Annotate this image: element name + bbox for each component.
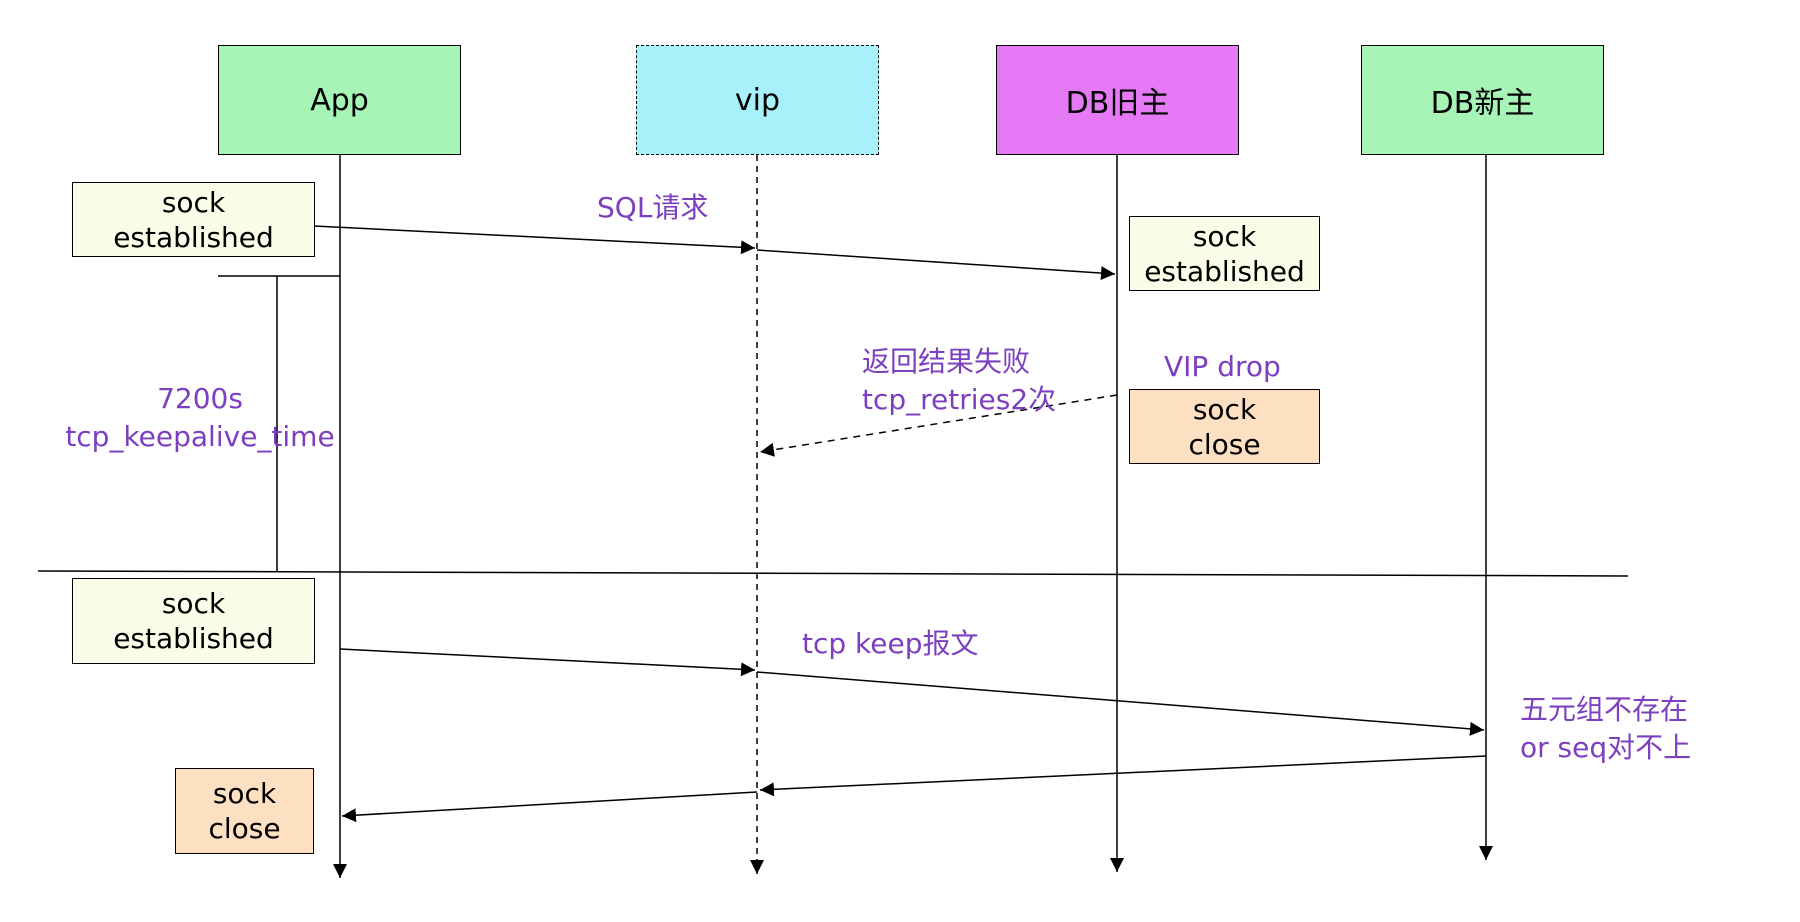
sql-request-arrow-to-db-old: [756, 249, 1116, 281]
state-app-established-2: sock established: [72, 578, 315, 664]
state-line: established: [113, 622, 274, 655]
label-keepalive: 7200s tcp_keepalive_time: [60, 380, 340, 456]
label-line: 7200s: [157, 382, 243, 415]
label-vip-drop: VIP drop: [1164, 348, 1281, 386]
state-db-old-close: sock close: [1129, 389, 1320, 464]
actor-db-new-label: DB新主: [1430, 86, 1535, 121]
label-tcp-keep: tcp keep报文: [802, 625, 979, 663]
reset-arrow-to-vip: [759, 755, 1487, 797]
tcp-keep-arrow-to-db-new: [756, 671, 1485, 736]
actor-app-label: App: [310, 82, 369, 118]
label-line: or seq对不上: [1520, 731, 1692, 764]
state-line: established: [113, 220, 274, 254]
actor-app: App: [218, 45, 461, 155]
state-line: sock: [212, 777, 277, 810]
actor-vip-label: vip: [734, 82, 781, 118]
state-line: close: [208, 812, 281, 845]
label-line: 返回结果失败: [862, 345, 1031, 378]
state-db-old-established: sock established: [1129, 216, 1320, 291]
state-line: established: [1144, 254, 1305, 288]
state-line: sock: [1192, 392, 1257, 426]
state-app-established-1: sock established: [72, 182, 315, 257]
label-line: 五元组不存在: [1520, 693, 1689, 726]
label-line: VIP drop: [1164, 350, 1281, 383]
label-line: tcp_keepalive_time: [65, 420, 335, 453]
actor-vip: vip: [636, 45, 879, 155]
state-line: close: [1188, 427, 1261, 461]
return-fail-arrow: [759, 394, 1118, 457]
tcp-keep-arrow-to-vip: [339, 648, 756, 677]
label-line: SQL请求: [597, 191, 709, 224]
state-line: sock: [161, 185, 226, 219]
timeline-divider: [37, 570, 1629, 577]
actor-db-new: DB新主: [1361, 45, 1604, 155]
label-tuple-missing: 五元组不存在 or seq对不上: [1520, 691, 1691, 767]
state-app-close: sock close: [175, 768, 314, 854]
sql-request-arrow-to-vip: [313, 225, 756, 255]
actor-db-old: DB旧主: [996, 45, 1239, 155]
label-line: tcp keep报文: [802, 627, 979, 660]
state-line: sock: [1192, 219, 1257, 253]
label-sql-request: SQL请求: [597, 189, 708, 227]
label-line: tcp_retries2次: [862, 383, 1057, 416]
reset-arrow-to-app: [341, 791, 758, 823]
label-return-fail: 返回结果失败 tcp_retries2次: [862, 343, 1056, 419]
actor-db-old-label: DB旧主: [1065, 86, 1170, 121]
state-line: sock: [161, 587, 226, 620]
